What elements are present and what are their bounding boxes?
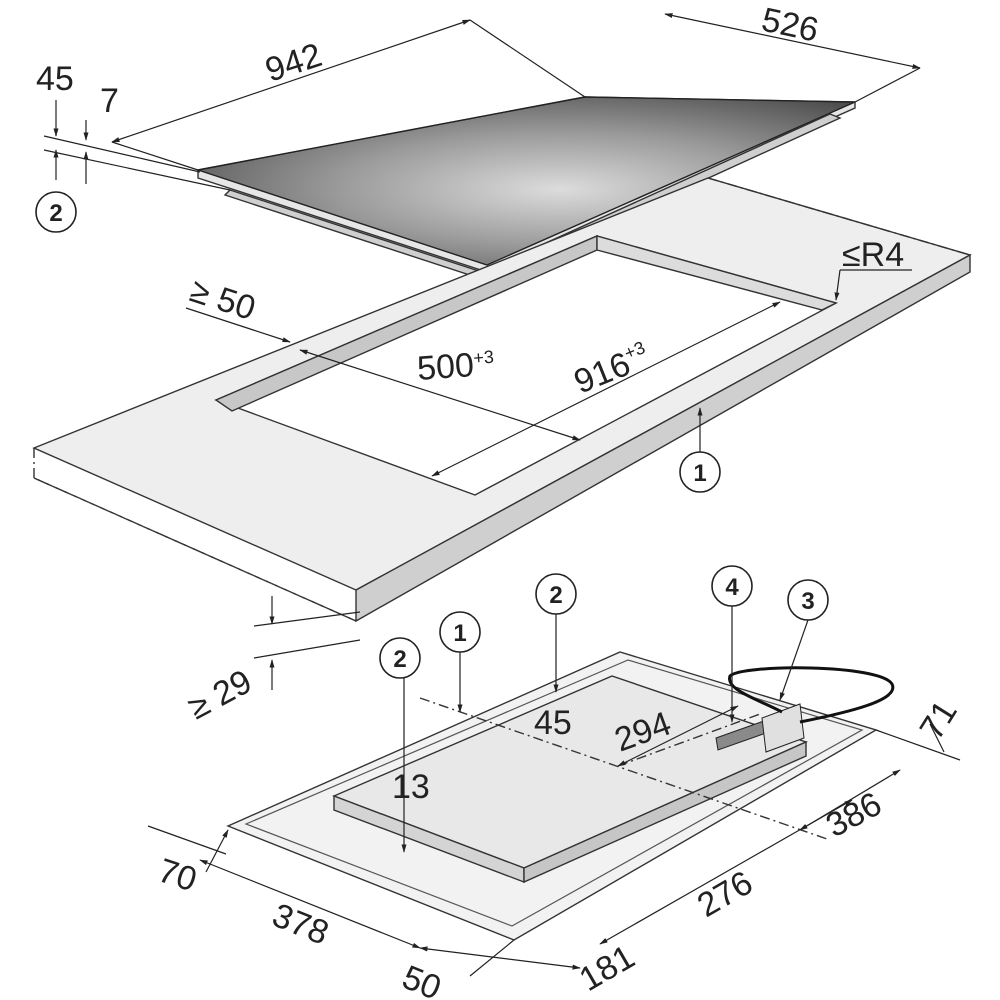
dim-cutout-500-value: 500 (416, 346, 475, 388)
dim-526: 526 (758, 1, 821, 50)
callout-top-2-label: 2 (49, 200, 62, 227)
callout-top-1: 1 (679, 451, 721, 493)
connection-box-housing (761, 703, 805, 753)
cooktop-underside-view (226, 651, 895, 941)
callout-bottom-4: 4 (711, 565, 753, 607)
dim-bottom-13: 13 (392, 768, 430, 806)
dim-bottom-45: 45 (534, 704, 572, 742)
callout-bottom-2a: 2 (535, 573, 577, 615)
callout-bottom-3-label: 3 (801, 588, 814, 615)
dim-cutout-500-tolerance: +3 (473, 347, 495, 368)
dim-45: 45 (36, 60, 74, 98)
callout-bottom-4-label: 4 (725, 574, 739, 601)
dim-bottom-378: 378 (267, 896, 334, 952)
callout-top-1-label: 1 (693, 460, 706, 487)
callout-top-2: 2 (35, 191, 77, 233)
dim-corner-radius: ≤R4 (842, 236, 904, 274)
dim-bottom-181: 181 (573, 938, 641, 999)
callout-bottom-1: 1 (439, 611, 481, 653)
top-dimension-lines (43, 13, 921, 690)
dim-942: 942 (261, 36, 327, 90)
dim-bottom-71: 71 (913, 694, 965, 746)
callout-bottom-2b-label: 2 (393, 646, 406, 673)
underside-frame (244, 659, 864, 927)
callout-bottom-2a-label: 2 (549, 582, 562, 609)
dim-bottom-276: 276 (691, 864, 759, 925)
bottom-dimension-lines (147, 604, 961, 977)
cutout-inner-wall-right (596, 235, 838, 311)
dim-cutout-500: 500+3 (416, 345, 496, 388)
dim-min-edge-50: ≥ 50 (186, 271, 260, 328)
dim-bottom-70: 70 (154, 851, 202, 899)
callout-bottom-3: 3 (787, 579, 829, 621)
callout-bottom-1-label: 1 (453, 620, 466, 647)
power-cable (728, 666, 895, 724)
dim-bottom-50: 50 (397, 958, 446, 1000)
callout-bottom-2b: 2 (379, 637, 421, 679)
dim-worktop-thickness: ≥ 29 (182, 663, 258, 728)
dim-bottom-386: 386 (820, 785, 888, 845)
dim-7: 7 (100, 82, 119, 120)
